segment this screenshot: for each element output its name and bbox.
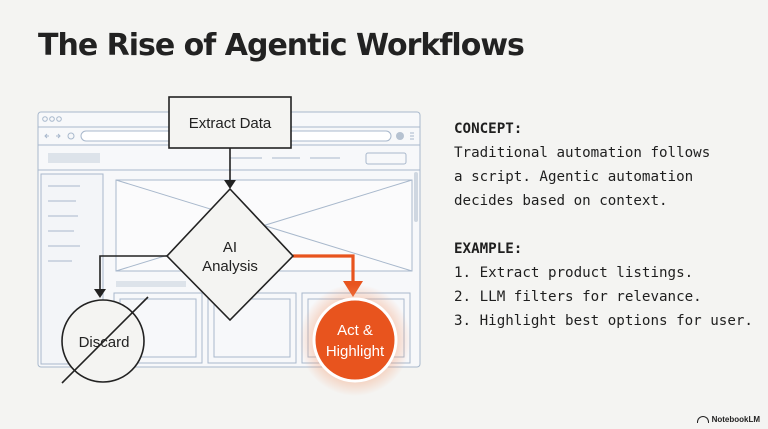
concept-heading: CONCEPT: — [454, 121, 523, 137]
discard-label: Discard — [79, 334, 130, 351]
act-highlight-node: Act & Highlight — [299, 284, 411, 396]
example-item: 2. LLM filters for relevance. — [454, 289, 702, 305]
discard-strike — [61, 296, 149, 384]
example-item: 3. Highlight best options for user. — [454, 313, 753, 329]
connector-analysis-to-act — [293, 254, 355, 284]
slide-title: The Rise of Agentic Workflows — [38, 28, 525, 63]
notebooklm-watermark: NotebookLM — [696, 415, 760, 424]
ai-analysis-label-line2: Analysis — [202, 258, 258, 275]
ai-analysis-label-line1: AI — [223, 239, 237, 256]
explanation-panel: CONCEPT: Traditional automation follows … — [454, 117, 764, 333]
act-label-line1: Act & — [337, 322, 373, 339]
nav-arrows-icon — [44, 132, 75, 140]
example-heading: EXAMPLE: — [454, 241, 523, 257]
act-label-line2: Highlight — [326, 343, 385, 360]
concept-line: decides based on context. — [454, 193, 668, 209]
extract-data-node: Extract Data — [168, 96, 292, 149]
ai-analysis-node: AI Analysis — [165, 187, 295, 322]
extract-data-label: Extract Data — [189, 115, 272, 132]
profile-icon[interactable] — [396, 132, 404, 140]
connector-analysis-to-discard — [99, 255, 167, 293]
window-controls — [42, 116, 62, 122]
discard-node: Discard — [61, 296, 149, 384]
brand-name: NotebookLM — [711, 415, 760, 424]
scrollbar[interactable] — [414, 172, 418, 222]
example-item: 1. Extract product listings. — [454, 265, 694, 281]
concept-line: a script. Agentic automation — [454, 169, 694, 185]
notebooklm-logo-icon — [696, 416, 709, 423]
concept-line: Traditional automation follows — [454, 145, 711, 161]
